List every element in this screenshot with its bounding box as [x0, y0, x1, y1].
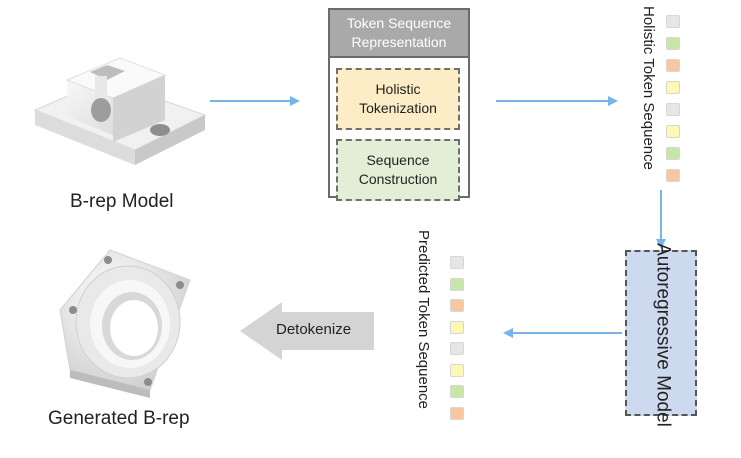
token-orange — [450, 299, 464, 312]
predicted-token-sequence-label: Predicted Token Sequence — [415, 230, 432, 410]
token-green — [450, 277, 464, 291]
token-orange — [666, 59, 680, 72]
token-sequence-representation-box: Token Sequence Representation Holistic T… — [328, 8, 470, 201]
token-yellow — [450, 320, 464, 334]
detokenize-label: Detokenize — [276, 321, 352, 338]
token-yellow — [450, 363, 464, 377]
detokenize-arrow — [240, 302, 374, 360]
token-gray — [450, 256, 464, 269]
autoregressive-model-label: Autoregressive Model — [652, 243, 674, 427]
token-orange — [666, 169, 680, 182]
sequence-construction-stage: Sequence Construction — [336, 139, 460, 201]
token-orange — [450, 406, 464, 420]
autoregressive-model-box: Autoregressive Model — [625, 243, 697, 427]
token-yellow — [666, 125, 680, 138]
token-box-header: Token Sequence Representation — [330, 10, 468, 58]
token-green — [666, 147, 680, 160]
brep-model-label: B-rep Model — [70, 191, 174, 212]
token-gray — [450, 342, 464, 355]
brep-model-image — [33, 57, 207, 165]
holistic-token-sequence-label: Holistic Token Sequence — [640, 6, 657, 170]
token-gray — [666, 103, 680, 116]
holistic-tokenization-stage: Holistic Tokenization — [336, 68, 460, 130]
token-yellow — [666, 81, 680, 94]
generated-brep-image — [59, 249, 191, 398]
token-gray — [666, 15, 680, 28]
token-green — [450, 385, 464, 398]
token-green — [666, 37, 680, 50]
generated-brep-label: Generated B-rep — [48, 408, 190, 429]
